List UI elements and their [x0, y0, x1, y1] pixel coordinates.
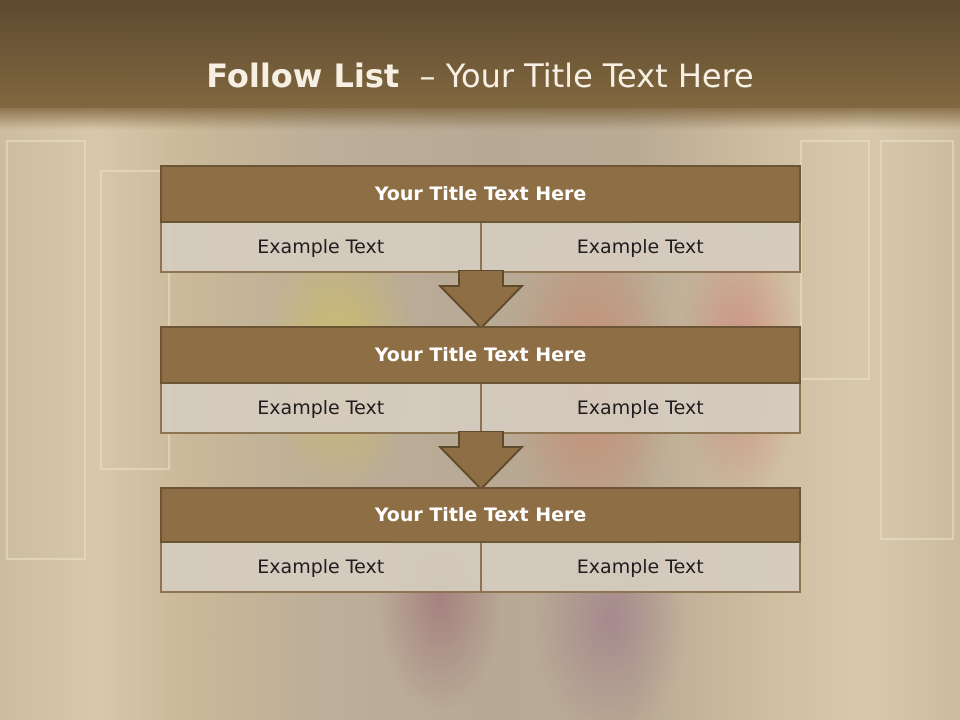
list-block-title: Your Title Text Here	[160, 487, 801, 543]
background-wall-panel-far-right	[880, 140, 954, 540]
list-block-1: Your Title Text Here Example Text Exampl…	[160, 165, 801, 273]
list-block-cell-left: Example Text	[160, 543, 482, 593]
list-block-cell-right: Example Text	[481, 384, 801, 434]
list-block-cell-left: Example Text	[160, 223, 482, 273]
background-wall-panel-left-inner	[100, 170, 170, 470]
list-block-title: Your Title Text Here	[160, 165, 801, 223]
list-block-row: Example Text Example Text	[160, 384, 801, 434]
list-block-title: Your Title Text Here	[160, 326, 801, 384]
slide-title-bold: Follow List	[206, 57, 400, 95]
down-arrow-icon	[438, 270, 524, 330]
background-wall-panel-left	[6, 140, 86, 560]
list-block-cell-right: Example Text	[481, 543, 801, 593]
list-block-3: Your Title Text Here Example Text Exampl…	[160, 487, 801, 593]
background-wall-panel-right	[800, 140, 870, 380]
list-block-row: Example Text Example Text	[160, 543, 801, 593]
list-block-cell-left: Example Text	[160, 384, 482, 434]
title-bar	[0, 0, 960, 108]
down-arrow-icon	[438, 431, 524, 491]
list-block-cell-right: Example Text	[481, 223, 801, 273]
slide-title: Follow List – Your Title Text Here	[0, 54, 960, 98]
list-block-2: Your Title Text Here Example Text Exampl…	[160, 326, 801, 434]
list-block-row: Example Text Example Text	[160, 223, 801, 273]
title-bar-fade	[0, 108, 960, 130]
slide-title-rest: – Your Title Text Here	[399, 57, 754, 95]
